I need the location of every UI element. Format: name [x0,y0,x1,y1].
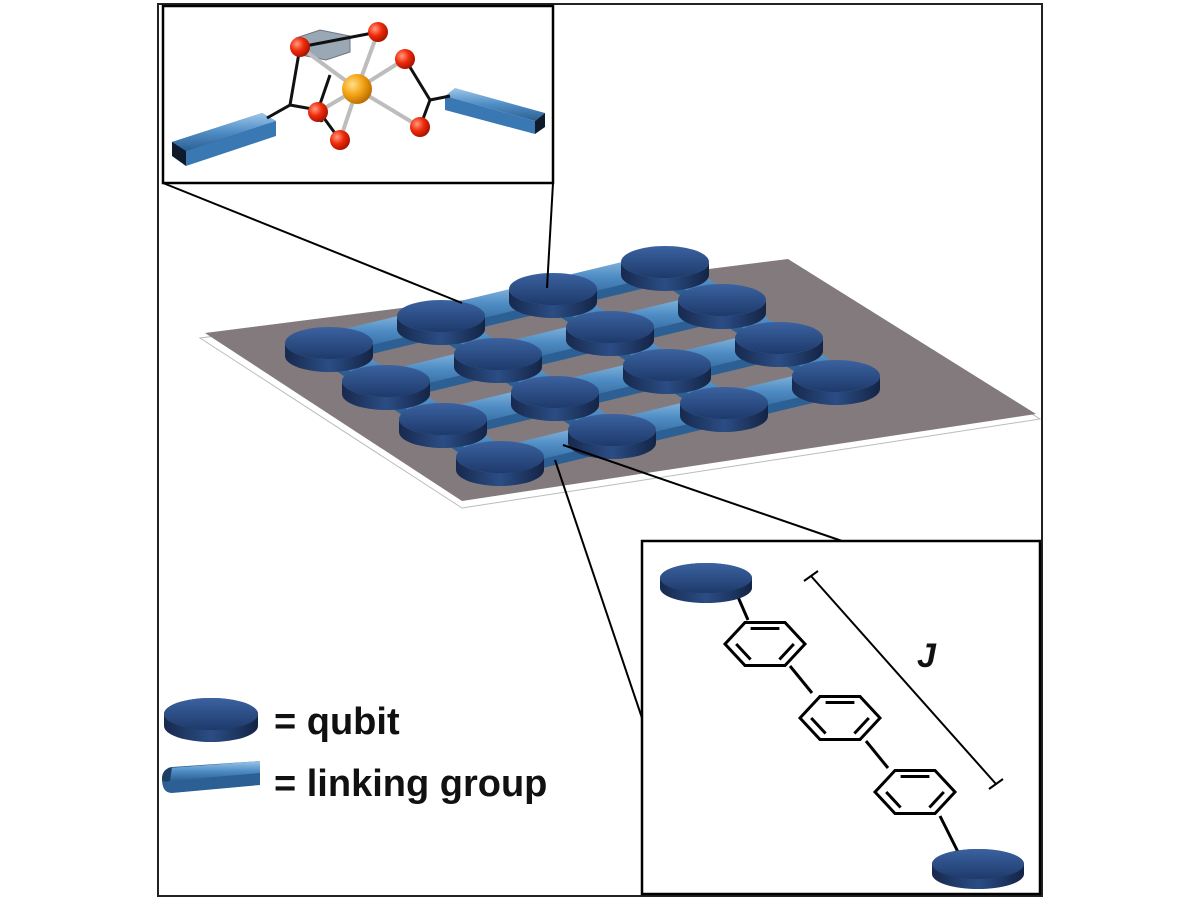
qubit-node [511,376,599,421]
linker-chain-inset: J [640,539,1042,896]
coupling-label: J [917,637,937,675]
qubit-node [342,365,430,410]
legend-qubit-label: = qubit [274,701,400,743]
oxygen-atom [368,22,388,42]
metal-complex-inset [161,4,555,185]
metal-atom [342,74,372,104]
chain-qubit-top [660,563,752,603]
phenylene-ring [722,621,808,667]
qubit-node [792,360,880,405]
qubit-node [454,338,542,383]
oxygen-atom [290,37,310,57]
oxygen-atom [410,117,430,137]
oxygen-atom [330,130,350,150]
legend-linker-label: = linking group [274,763,547,805]
legend-qubit-icon [164,698,258,742]
coupling-bracket [803,570,1004,790]
phenylene-rings [722,589,960,853]
inset-linker-left [172,113,276,166]
qubit-node [397,300,485,345]
qubit-node [621,246,709,291]
phenylene-ring [797,695,883,741]
qubit-node [509,273,597,318]
qubit-node [399,403,487,448]
oxygen-atom [395,49,415,69]
qubit-node [566,311,654,356]
qubit-node [456,441,544,486]
legend: = qubit = linking group [162,698,547,805]
qubit-node [735,322,823,367]
callout-lines [162,182,843,719]
chain-qubit-bottom [932,849,1024,889]
legend-linker-icon [162,761,260,793]
qubit-node [680,387,768,432]
phenylene-ring [872,769,958,815]
qubit-node [623,349,711,394]
qubit-node [678,284,766,329]
qubit-nodes [285,246,880,486]
oxygen-atom [308,102,328,122]
qubit-node [568,414,656,459]
inset-linker-right [445,88,545,134]
qubit-node [285,327,373,372]
